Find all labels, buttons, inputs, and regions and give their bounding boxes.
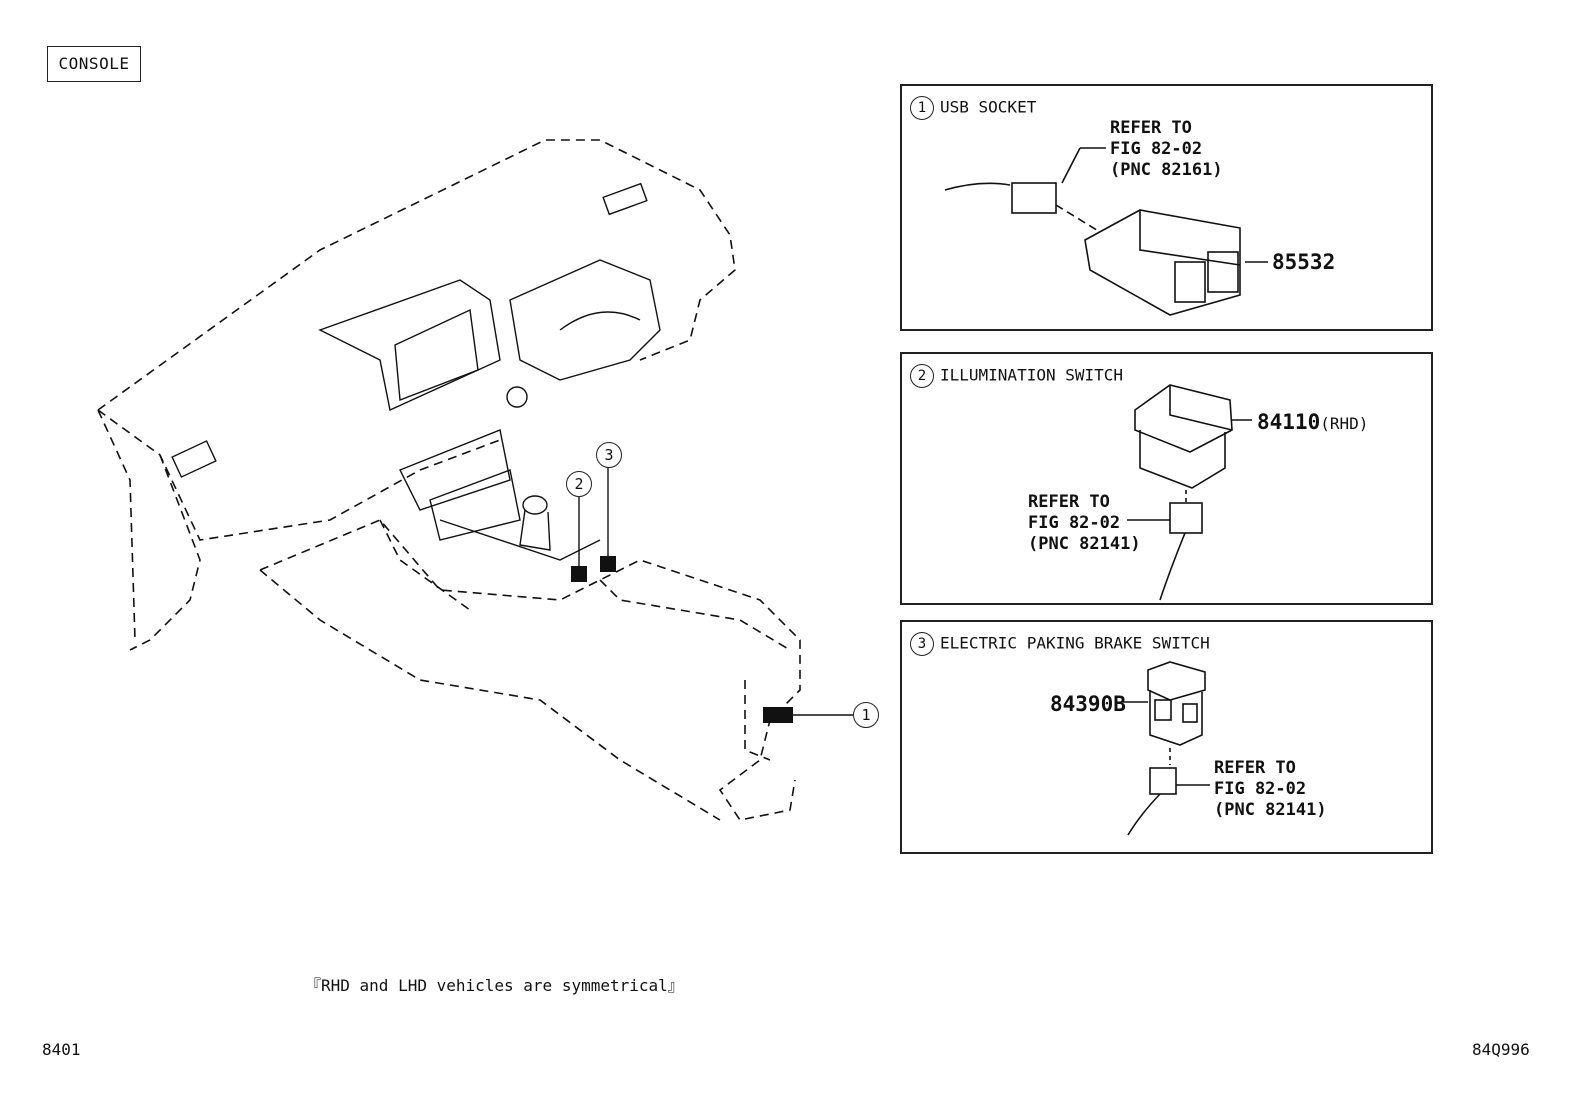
usb-cable	[944, 182, 1011, 191]
panel-title-text: ELECTRIC PAKING BRAKE SWITCH	[940, 633, 1210, 653]
marker-usb-socket	[763, 707, 793, 723]
refer-note: REFER TO FIG 82-02 (PNC 82141)	[1214, 758, 1327, 820]
epb-switch-body	[1147, 661, 1206, 701]
display-screen	[318, 279, 501, 412]
panel-title: 3 ELECTRIC PAKING BRAKE SWITCH	[910, 632, 1210, 656]
footer-right-code: 84Q996	[1472, 1040, 1530, 1059]
refer-note: REFER TO FIG 82-02 (PNC 82141)	[1028, 492, 1141, 554]
symmetry-note: 『RHD and LHD vehicles are symmetrical』	[305, 976, 684, 995]
panel-epb-switch: 3 ELECTRIC PAKING BRAKE SWITCH REFER TO F…	[900, 620, 1433, 854]
panel-title: 2 ILLUMINATION SWITCH	[910, 364, 1123, 388]
panel-title: 1 USB SOCKET	[910, 96, 1036, 120]
center-console-outline	[259, 519, 801, 821]
part-number-usb-socket: 85532	[1272, 250, 1336, 274]
panel-usb-socket: 1 USB SOCKET REFER TO FIG 82-02 (PNC 8216…	[900, 84, 1433, 331]
callout-illumination-switch: 2	[566, 471, 592, 497]
callout-usb-socket: 1	[853, 702, 879, 728]
panel-title-text: USB SOCKET	[940, 97, 1037, 117]
marker-illumination-switch	[571, 566, 587, 582]
panel-number: 3	[910, 632, 934, 656]
usb-connector	[1011, 182, 1057, 214]
panel-number: 1	[910, 96, 934, 120]
callout-epb-switch: 3	[596, 442, 622, 468]
shift-knob	[522, 495, 548, 515]
marker-epb-switch	[600, 556, 616, 572]
footer-left-code: 8401	[42, 1040, 81, 1059]
refer-note: REFER TO FIG 82-02 (PNC 82161)	[1110, 118, 1223, 180]
epb-connector	[1149, 767, 1177, 795]
dashboard-outline	[97, 139, 736, 411]
illumination-connector	[1169, 502, 1203, 534]
gauge-cluster	[509, 259, 661, 381]
part-number-illumination-switch: 84110(RHD)	[1257, 410, 1369, 434]
panel-illumination-switch: 2 ILLUMINATION SWITCH REFER TO FIG 82-02 …	[900, 352, 1433, 605]
panel-title-text: ILLUMINATION SWITCH	[940, 365, 1124, 385]
panel-number: 2	[910, 364, 934, 388]
part-number-epb-switch: 84390B	[1050, 692, 1126, 716]
section-tag: CONSOLE	[47, 46, 141, 82]
